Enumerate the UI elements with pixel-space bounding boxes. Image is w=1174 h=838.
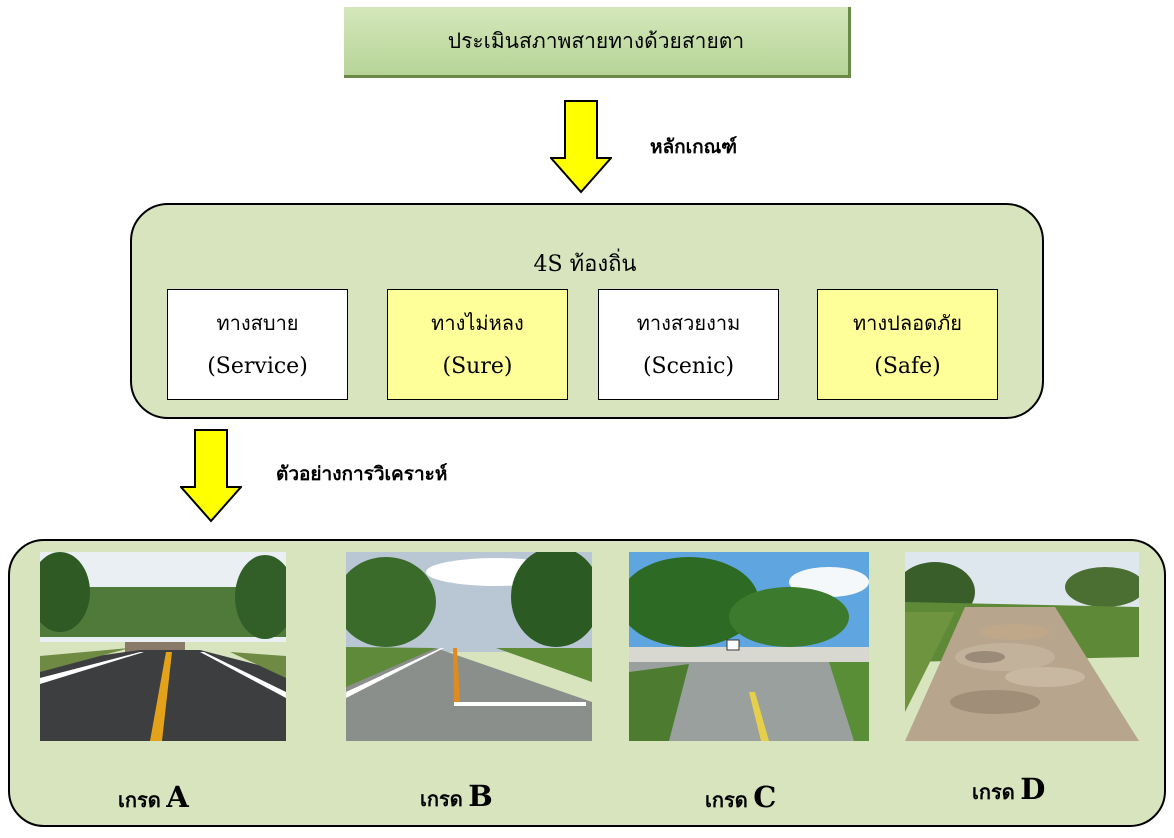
grade-c-label: เกรด C bbox=[705, 780, 777, 814]
grade-a-label: เกรด A bbox=[118, 780, 189, 814]
four-s-title: 4S ท้องถิ่น bbox=[533, 252, 637, 277]
down-arrow-icon bbox=[180, 429, 242, 523]
grade-d-label: เกรด D bbox=[972, 772, 1046, 806]
analysis-example-label: ตัวอย่างการวิเคราะห์ bbox=[276, 463, 448, 485]
grade-b-label: เกรด B bbox=[420, 779, 493, 813]
road-photo-grade-a bbox=[40, 552, 286, 741]
down-arrow-icon bbox=[550, 100, 612, 194]
criteria-label: หลักเกณฑ์ bbox=[650, 136, 738, 158]
road-photo-grade-c bbox=[629, 552, 869, 741]
service-box: ทางสบาย (Service) bbox=[167, 289, 348, 400]
scenic-box: ทางสวยงาม (Scenic) bbox=[598, 289, 779, 400]
assessment-title-box: ประเมินสภาพสายทางด้วยสายตา bbox=[344, 7, 851, 78]
sure-box: ทางไม่หลง (Sure) bbox=[387, 289, 568, 400]
safe-box: ทางปลอดภัย (Safe) bbox=[817, 289, 998, 400]
road-photo-grade-d bbox=[905, 552, 1139, 741]
assessment-title: ประเมินสภาพสายทางด้วยสายตา bbox=[447, 28, 745, 53]
road-photo-grade-b bbox=[346, 552, 592, 741]
